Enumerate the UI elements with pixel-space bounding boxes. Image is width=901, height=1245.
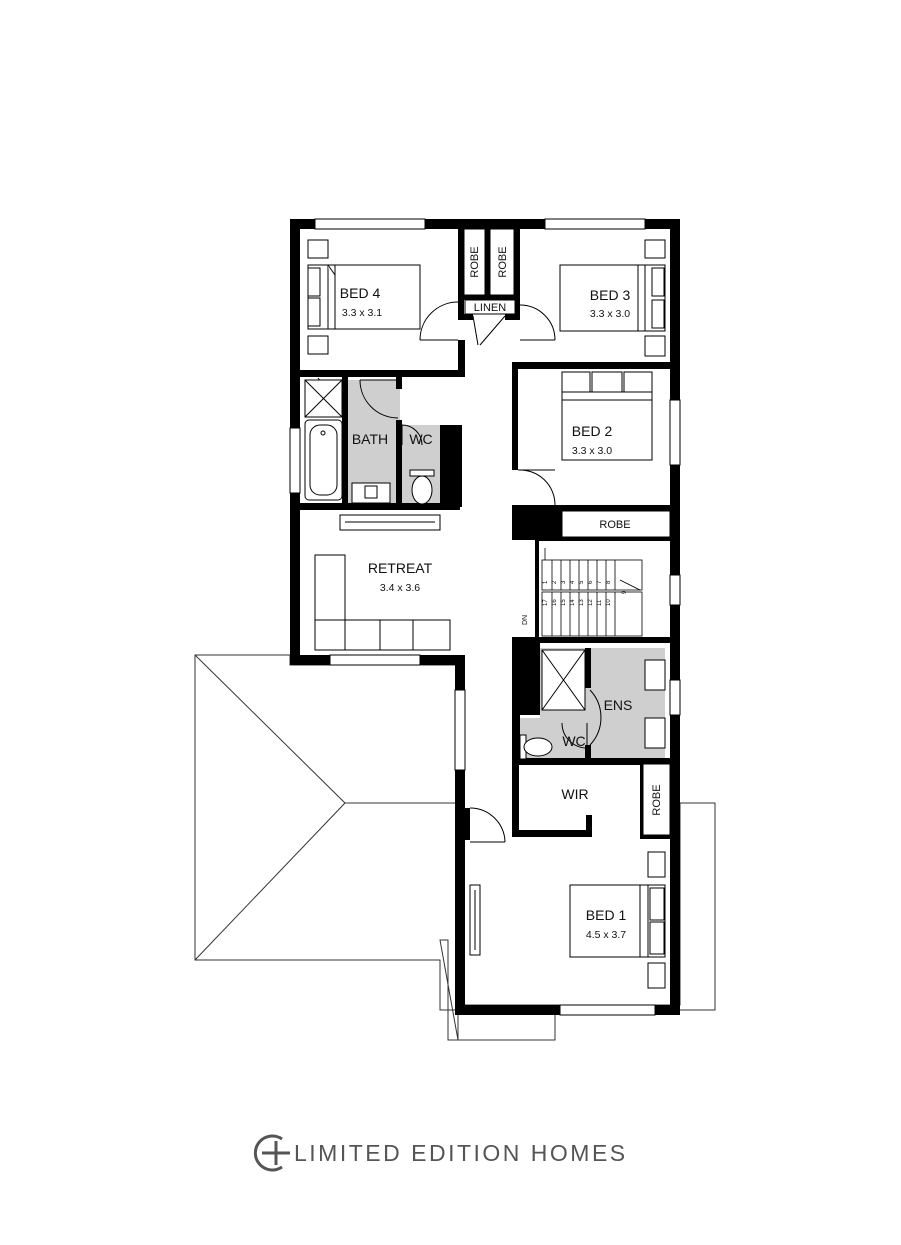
- stair-step-14: 14: [570, 599, 576, 606]
- windows: [289, 218, 681, 1016]
- bed4-name: BED 4: [340, 285, 381, 301]
- bed1-name: BED 1: [586, 907, 627, 923]
- stair-step-15: 15: [561, 599, 567, 606]
- robe-bed1-name: ROBE: [651, 784, 663, 815]
- wc-ens-name: WC: [562, 733, 585, 749]
- stairs: [541, 548, 643, 637]
- robe-bed4-name: ROBE: [469, 246, 481, 277]
- retreat-name: RETREAT: [368, 560, 433, 576]
- bath-name: BATH: [352, 431, 388, 447]
- retreat-dims: 3.4 x 3.6: [380, 582, 420, 594]
- robe-bed2-name: ROBE: [599, 519, 630, 531]
- brand-name: LIMITED EDITION HOMES: [294, 1139, 628, 1166]
- stair-step-12: 12: [588, 599, 594, 606]
- stair-step-6: 6: [588, 580, 594, 584]
- stair-step-17: 17: [543, 599, 549, 606]
- bed3-name: BED 3: [590, 287, 631, 303]
- stair-step-2: 2: [552, 580, 558, 584]
- bed1-dims: 4.5 x 3.7: [586, 929, 626, 941]
- bed2-name: BED 2: [572, 423, 613, 439]
- stair-landing-9: 9: [622, 590, 628, 594]
- stair-step-8: 8: [606, 580, 612, 584]
- stair-step-1: 1: [543, 580, 549, 584]
- stair-direction-label: DN: [522, 615, 529, 625]
- fixtures: [304, 379, 666, 956]
- stair-step-4: 4: [570, 580, 576, 584]
- bed4-dims: 3.3 x 3.1: [342, 307, 382, 319]
- wc-main-name: WC: [409, 431, 432, 447]
- stair-step-3: 3: [561, 580, 567, 584]
- beds: [307, 239, 666, 989]
- linen-name: LINEN: [474, 302, 506, 314]
- stair-step-7: 7: [597, 580, 603, 584]
- stair-step-16: 16: [552, 599, 558, 606]
- room-labels: BED 4 3.3 x 3.1 BED 3 3.3 x 3.0 BED 2 3.…: [340, 246, 663, 941]
- brand-logo: LIMITED EDITION HOMES: [248, 1130, 668, 1176]
- ens-name: ENS: [604, 697, 633, 713]
- stair-numbers: 1 2 3 4 5 6 7 8 9 17 16 15 14 13 12 11 1…: [522, 580, 628, 625]
- robe-bed3-name: ROBE: [497, 246, 509, 277]
- brand-plus-circle-icon: [253, 1134, 290, 1172]
- robes: [463, 228, 671, 836]
- bed2-dims: 3.3 x 3.0: [572, 445, 612, 457]
- interior-walls: [300, 229, 672, 840]
- stair-step-11: 11: [597, 599, 603, 606]
- stair-step-10: 10: [606, 599, 612, 606]
- stair-step-5: 5: [579, 580, 585, 584]
- stair-step-13: 13: [579, 599, 585, 606]
- retreat-sofa: [314, 554, 451, 651]
- wir-name: WIR: [561, 786, 588, 802]
- bed3-dims: 3.3 x 3.0: [590, 308, 630, 320]
